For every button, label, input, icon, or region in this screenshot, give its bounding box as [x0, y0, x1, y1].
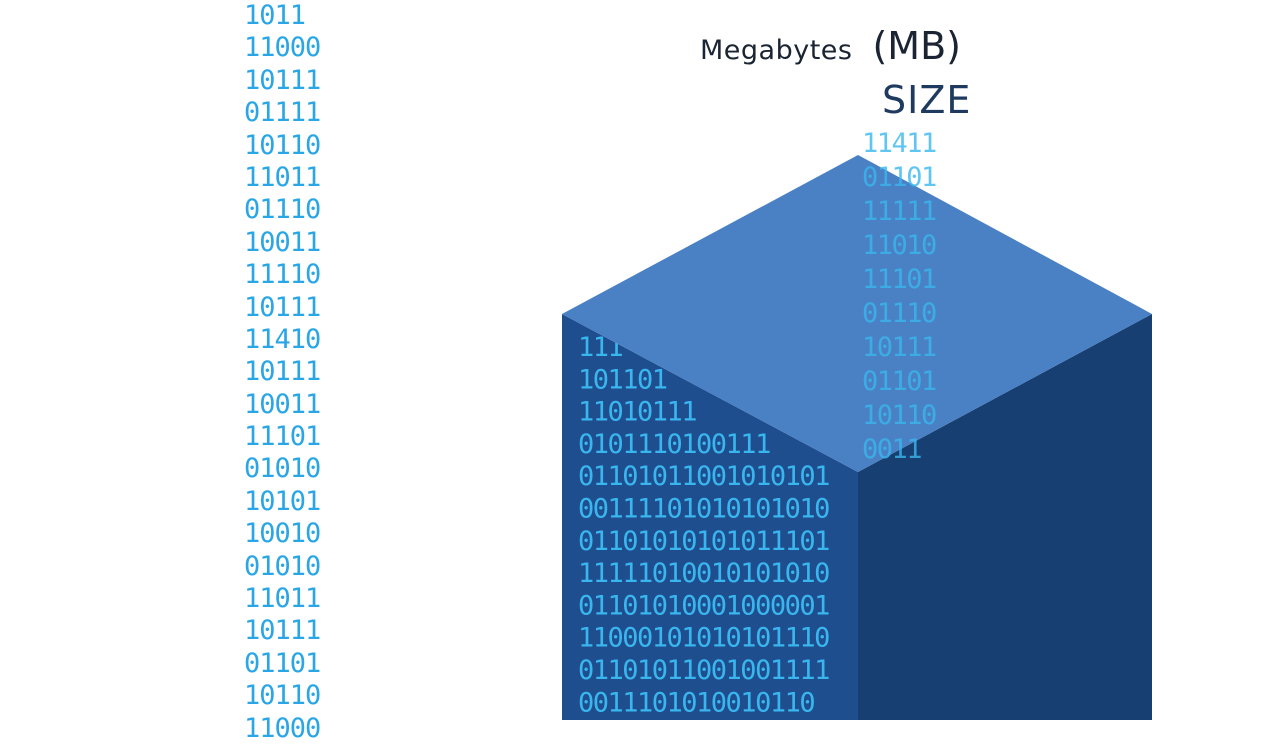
cube-tower-digit-row: 11010 — [862, 230, 936, 261]
binary-digit-row: 11000 — [244, 32, 321, 64]
binary-digit-row: 10111 — [244, 291, 321, 323]
cube-right-face — [858, 314, 1152, 720]
cube-tower-digit-row: 0011 — [862, 434, 921, 465]
cube-tower-digit-row: 01101 — [862, 366, 936, 397]
cube-tower-digit-row: 01101 — [862, 162, 936, 193]
binary-digit-row: 11101 — [244, 421, 321, 453]
cube-front-digit-row: 0101110100111 — [578, 429, 770, 460]
cube-top-face — [562, 155, 1152, 472]
cube-front-binary-digits: 1111011011101011101011101001110110101100… — [578, 332, 831, 718]
cube-front-digit-row: 0011101010010110 — [578, 687, 814, 718]
binary-digit-row: 01101 — [244, 647, 321, 679]
binary-digit-row: 11410 — [244, 323, 321, 355]
binary-digit-row: 11011 — [244, 583, 321, 615]
binary-digit-row: 10011 — [244, 226, 321, 258]
cube-tower-digit-row: 11101 — [862, 264, 936, 295]
binary-digit-row: 10111 — [244, 615, 321, 647]
cube-binary-tower: 1141101101111111101011101011101011101101… — [862, 128, 938, 465]
binary-digit-row: 10011 — [244, 388, 321, 420]
cube-front-digit-row: 11010111 — [578, 397, 696, 428]
cube-front-digit-row: 01101010001000001 — [578, 590, 829, 621]
binary-digit-row: 10101 — [244, 485, 321, 517]
binary-digit-row: 10110 — [244, 680, 321, 712]
cube-front-digit-row: 01101011001001111 — [578, 655, 829, 686]
binary-digit-row: 10111 — [244, 64, 321, 96]
cube-front-digit-row: 101101 — [578, 364, 667, 395]
binary-digit-row: 1011 — [244, 0, 306, 31]
binary-digit-row: 01010 — [244, 453, 321, 485]
cube-tower-digit-row: 11111 — [862, 196, 936, 227]
binary-digit-row: 01110 — [244, 194, 321, 226]
binary-digit-row: 10110 — [244, 129, 321, 161]
binary-digit-row: 10010 — [244, 518, 321, 550]
cube-tower-digit-row: 10110 — [862, 400, 936, 431]
title-heading: Megabytes (MB) — [700, 24, 961, 68]
size-label: SIZE — [882, 78, 972, 122]
cube-front-digit-row: 00111101010101010 — [578, 494, 829, 525]
title-word: Megabytes — [700, 35, 853, 66]
cube-front-digit-row: 11111010010101010 — [578, 558, 829, 589]
cube-front-digit-row: 01101011001010101 — [578, 461, 829, 492]
cube-front-digit-row: 11000101010101110 — [578, 623, 829, 654]
binary-digit-row: 11110 — [244, 259, 321, 291]
data-cube-graphic: 1111011011101011101011101001110110101100… — [562, 128, 1152, 720]
cube-tower-digit-row: 11411 — [862, 128, 936, 159]
binary-digit-row: 11000 — [244, 712, 321, 744]
binary-digit-row: 10111 — [244, 356, 321, 388]
cube-tower-digit-row: 10111 — [862, 332, 936, 363]
binary-digit-row: 11011 — [244, 161, 321, 193]
title-unit: (MB) — [872, 24, 961, 68]
binary-digit-row: 01111 — [244, 97, 321, 129]
cube-front-digit-row: 01101010101011101 — [578, 526, 829, 557]
binary-digit-row: 01010 — [244, 550, 321, 582]
cube-tower-digit-row: 01110 — [862, 298, 936, 329]
cube-left-face — [562, 314, 858, 720]
